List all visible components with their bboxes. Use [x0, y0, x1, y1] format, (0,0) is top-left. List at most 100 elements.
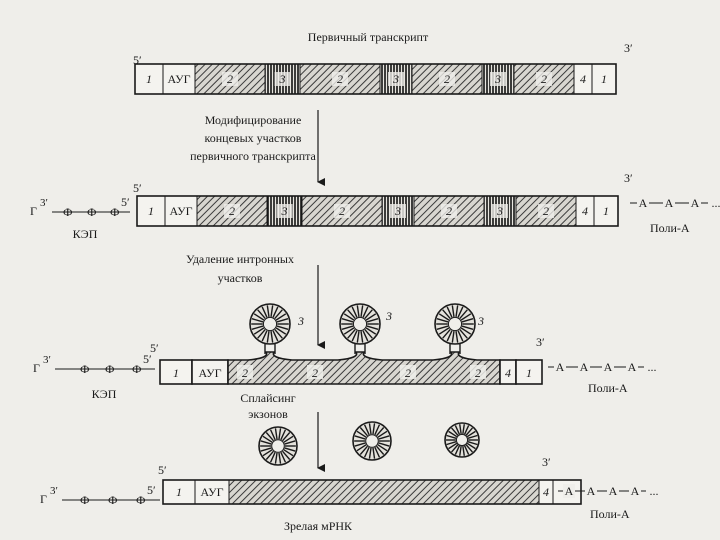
row3-loop-0-spoke-9	[253, 327, 265, 335]
excised-intron-1-inner	[271, 439, 285, 453]
row1-label-7: 3	[494, 72, 501, 86]
excised-intron-2-spoke-12	[354, 435, 366, 440]
row3-cap-sup: 3′	[43, 354, 51, 366]
row2-label-9: 4	[582, 204, 588, 218]
row1-seg-0	[134, 63, 164, 95]
row4-cap-five: 5′	[147, 483, 156, 497]
row3-loop-2-spoke-20	[460, 313, 472, 321]
excised-intron-1-spoke-2	[283, 449, 294, 457]
row2-label-6: 2	[446, 204, 452, 218]
row3-loop-0-spoke-10	[251, 325, 264, 330]
row3-loop-2-spoke-9	[438, 327, 450, 335]
row2-label-bg-3	[276, 204, 293, 218]
row3-tail-ellipsis: ...	[648, 360, 657, 374]
row1-label-bg-7	[490, 72, 506, 86]
row3-loop-0-spoke-15	[261, 306, 268, 318]
modification-label-1: Модифицирование	[205, 113, 302, 127]
excised-intron-3-spoke-20	[466, 430, 476, 438]
row4-label-0: 1	[176, 485, 182, 499]
excised-intron-3-spoke-7	[454, 445, 461, 455]
row2-label-7: 3	[496, 204, 503, 218]
row4-cap-g: Г	[40, 492, 47, 506]
row3-loop-1-spoke-20	[365, 313, 377, 321]
intron-removal-label-1: Удаление интронных	[186, 252, 294, 266]
row4-phi-3: Ф	[136, 493, 145, 507]
excised-intron-3-spoke-3	[465, 444, 473, 453]
row3-label-4: 4	[505, 366, 511, 380]
row3-exon-bg-0	[237, 365, 253, 379]
row3-loop-0-spoke-4	[272, 330, 279, 342]
row4-tail-bg-0	[563, 484, 575, 498]
excised-intron-2-spoke-6	[368, 447, 372, 459]
intron-removal-label-2: участков	[218, 271, 263, 285]
excised-intron-2-spoke-13	[356, 430, 367, 438]
row4-tail-a-1: А	[587, 484, 596, 498]
excised-intron-3-spoke-6	[459, 445, 462, 456]
row2-label-8: 2	[543, 204, 549, 218]
row4-phi-2: Ф	[108, 493, 117, 507]
row1-three-prime: 3′	[624, 41, 633, 55]
row4-tail-ellipsis: ...	[650, 484, 659, 498]
row3-loop-2-spoke-21	[461, 318, 474, 323]
excised-intron-1-spoke-20	[283, 435, 294, 443]
excised-intron-1-spoke-16	[274, 428, 278, 440]
row3-loop-1-spoke-19	[364, 309, 373, 320]
row3-loop-1-inner	[352, 316, 368, 332]
row3-loop-1-spoke-17	[360, 305, 364, 317]
row3-cap-label: КЭП	[92, 387, 117, 401]
row2-tail-a-0: А	[639, 196, 648, 210]
row3-seg-end	[515, 359, 543, 385]
excised-intron-1-spoke-18	[280, 429, 287, 441]
row3-tail-a-1: А	[580, 360, 589, 374]
row2-label-bg-7	[492, 204, 508, 218]
row3-loop-2-spoke-5	[455, 331, 459, 343]
row1-label-5: 3	[392, 72, 399, 86]
row3-loop-0-spoke-12	[251, 318, 264, 323]
excised-intron-1-spoke-7	[269, 451, 276, 463]
excised-intron-1-spoke-9	[262, 449, 273, 457]
row3-loop-0-spoke-7	[261, 330, 268, 342]
row3-loop-0-spoke-16	[266, 305, 270, 317]
row2-tail-ellipsis: ...	[712, 196, 720, 210]
row3-loop-0-spoke-3	[274, 328, 283, 339]
row2-tail-a-2: А	[691, 196, 700, 210]
row2-cap-label: КЭП	[73, 227, 98, 241]
row2-tail-bg-1	[663, 196, 675, 210]
excised-intron-1-spoke-1	[284, 447, 296, 452]
excised-intron-3-spoke-1	[467, 441, 478, 446]
excised-intron-1-spoke-10	[260, 447, 272, 452]
row2-phi-1: Ф	[63, 205, 72, 219]
row1-label-bg-6	[439, 72, 455, 86]
excised-introns	[258, 421, 480, 466]
row1-five-prime: 5′	[133, 53, 142, 67]
row3-phi-3: Ф	[132, 362, 141, 376]
excised-intron-3-spoke-14	[451, 427, 459, 436]
excised-intron-1	[258, 426, 298, 466]
row4-tail-bg-1	[585, 484, 597, 498]
row2-label-1: АУГ	[169, 204, 192, 218]
row3-loop-1-spoke-14	[347, 309, 356, 320]
excised-intron-2-spoke-7	[363, 446, 370, 458]
excised-intron-1-spoke-14	[265, 432, 275, 442]
excised-intron-2-spoke-5	[372, 447, 376, 459]
row1-label-4: 2	[337, 72, 343, 86]
excised-intron-3	[444, 422, 480, 458]
excised-intron-2-inner	[365, 434, 379, 448]
row1-label-9: 4	[580, 72, 586, 86]
excised-intron-1-spoke-8	[265, 450, 275, 460]
excised-intron-1-spoke-6	[274, 452, 278, 464]
row1-label-bg-2	[222, 72, 238, 86]
row4-label-1: АУГ	[200, 485, 223, 499]
excised-intron-3-spoke-10	[446, 441, 457, 446]
row3-tail-bg-1	[578, 360, 590, 374]
row3-exon-bg-3	[470, 365, 486, 379]
row3-loop-2	[434, 303, 476, 345]
row3-phi-1: Ф	[80, 362, 89, 376]
excised-intron-3-spoke-19	[465, 427, 473, 436]
row4-label-3: 4	[543, 485, 549, 499]
row3-label-1: 1	[173, 366, 179, 380]
excised-intron-1-spoke-4	[280, 451, 287, 463]
row2-label-5: 3	[394, 204, 401, 218]
row3-loop-0	[249, 303, 291, 345]
row3-exon-label-3: 2	[475, 366, 481, 380]
